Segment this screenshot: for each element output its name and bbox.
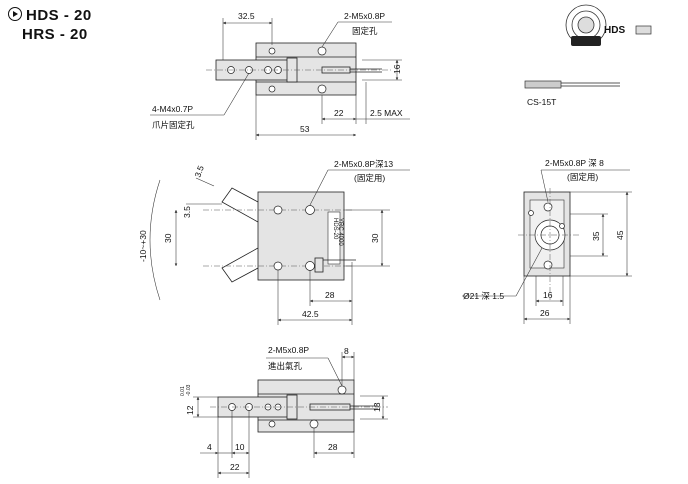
body-label-plate (327, 211, 341, 265)
dim-label: 30 (370, 233, 380, 243)
dim-label: 13 (372, 402, 382, 412)
circle-arrow-icon (8, 7, 22, 21)
dim-label: 53 (300, 124, 310, 134)
legend-label: CS-15T (527, 97, 556, 107)
note-label: Ø21 深 1.5 (463, 291, 504, 301)
legend-label: HDS (604, 25, 625, 36)
note-label: 2-M5x0.8P 深 8 (545, 158, 604, 168)
sensor-box-icon (635, 25, 652, 35)
dim-label: 42.5 (302, 309, 319, 319)
dim-label: 32.5 (238, 11, 255, 21)
air-port (309, 419, 319, 429)
dim-label: 28 (325, 290, 335, 300)
dim-label: 16 (543, 290, 553, 300)
mount-hole (543, 260, 553, 270)
mount-hole (543, 202, 553, 212)
note-label: 固定孔 (352, 26, 378, 36)
mount-hole (305, 261, 315, 271)
dim-label: 2.5 MAX (370, 108, 403, 118)
top-view: 32.5 2-M5x0.8P 固定孔 16 4-M4x0.7P 爪片固定孔 22… (150, 11, 410, 140)
note-label: (固定用) (354, 173, 385, 183)
dim-label: 26 (540, 308, 550, 318)
dim-label: 3.5 (182, 206, 192, 218)
dim-label: 45 (615, 230, 625, 240)
side-view: 2-M5x0.8P 深 8 (固定用) 35 45 Ø21 深 1.5 16 2… (462, 158, 632, 324)
note-label: 爪片固定孔 (152, 120, 195, 130)
model-title-hrs: HRS - 20 (22, 26, 88, 43)
note-label: 進出氣孔 (268, 361, 303, 371)
dim-label: 10 (235, 442, 245, 452)
note-label: 4-M4x0.7P (152, 104, 193, 114)
dim-label: 22 (334, 108, 344, 118)
middle-view: HDS-20 YRC 4000 -10~+30 3.5 3.5 30 2-M5x… (138, 159, 410, 325)
tolerance-label: -0.03 (186, 384, 192, 396)
bottom-view: 2-M5x0.8P 進出氣孔 8 12 0.01 -0.03 13 4 10 2… (180, 345, 388, 478)
dim-label: 4 (207, 442, 212, 452)
dim-label: 30 (163, 233, 173, 243)
switch-cs15t-icon (524, 80, 562, 89)
dim-label: 3.5 (192, 164, 206, 179)
air-port (337, 385, 347, 395)
legend: HDS CS-15T (524, 4, 652, 107)
model-title-hds: HDS - 20 (8, 6, 92, 24)
tolerance-label: 0.01 (180, 386, 186, 396)
note-label: (固定用) (567, 172, 598, 182)
note-label: 2-M5x0.8P深13 (334, 159, 393, 169)
note-label: 2-M5x0.8P (344, 11, 385, 21)
mount-hole (305, 205, 315, 215)
dim-label: 16 (392, 64, 402, 74)
mount-hole (317, 46, 327, 56)
body-label-line: YRC 4000 (337, 218, 343, 246)
dim-label: 8 (344, 346, 349, 356)
body-label-line: HDS-20 (332, 218, 338, 240)
dim-label: -10~+30 (138, 230, 148, 262)
hds-symbol-badge (571, 36, 601, 46)
mount-hole (317, 84, 327, 94)
note-label: 2-M5x0.8P (268, 345, 309, 355)
dim-label: 35 (591, 231, 601, 241)
dim-label: 12 (185, 405, 195, 415)
dim-label: 22 (230, 462, 240, 472)
dim-label: 28 (328, 442, 338, 452)
